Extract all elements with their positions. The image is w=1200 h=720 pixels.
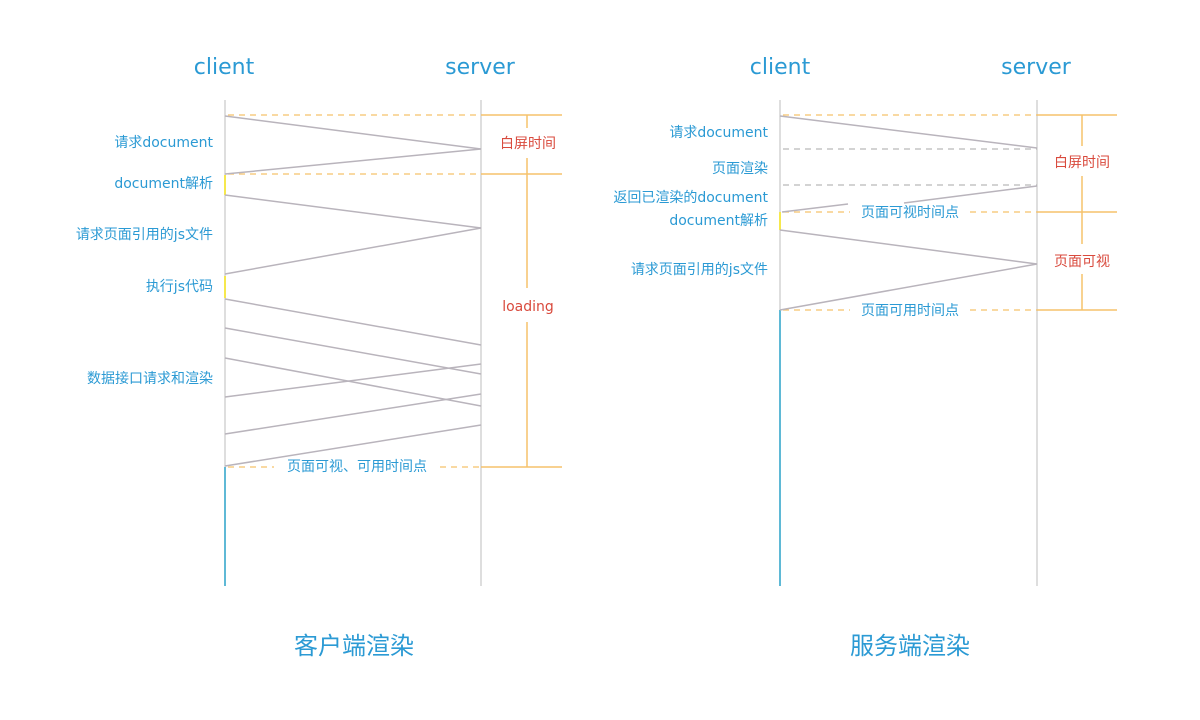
ssr-step-document-parse: document解析 (669, 213, 768, 229)
csr-milestone-label: 页面可视、可用时间点 (287, 459, 427, 475)
csr-caption: 客户端渲染 (294, 632, 414, 660)
csr-step-data-request-render: 数据接口请求和渲染 (87, 370, 213, 387)
csr-diagram: client server (76, 55, 562, 660)
ssr-step-request-document: 请求document (669, 125, 768, 141)
csr-server-label: server (445, 55, 516, 80)
csr-phase-loading: loading (502, 299, 554, 315)
ssr-step-return-rendered-document: 返回已渲染的document (613, 190, 768, 206)
ssr-phase-visible: 页面可视 (1054, 254, 1110, 270)
ssr-client-label: client (750, 55, 811, 80)
ssr-caption: 服务端渲染 (850, 632, 970, 660)
ssr-milestone-available: 页面可用时间点 (861, 303, 959, 319)
csr-phase-bracket (481, 114, 562, 468)
ssr-step-page-render: 页面渲染 (712, 161, 768, 177)
csr-step-document-parse: document解析 (114, 176, 213, 192)
ssr-phase-white-screen: 白屏时间 (1054, 155, 1110, 171)
ssr-diagram: client server (613, 55, 1117, 660)
csr-step-execute-js: 执行js代码 (146, 279, 213, 295)
ssr-server-label: server (1001, 55, 1072, 80)
ssr-message-lines (779, 115, 1038, 311)
csr-message-lines (224, 115, 482, 467)
csr-step-request-document: 请求document (114, 135, 213, 151)
ssr-milestone-visible: 页面可视时间点 (861, 205, 959, 221)
ssr-phase-bracket (1037, 114, 1117, 311)
ssr-step-request-js: 请求页面引用的js文件 (631, 262, 768, 278)
csr-step-request-js: 请求页面引用的js文件 (76, 227, 213, 243)
csr-phase-white-screen: 白屏时间 (500, 136, 556, 152)
csr-client-label: client (194, 55, 255, 80)
